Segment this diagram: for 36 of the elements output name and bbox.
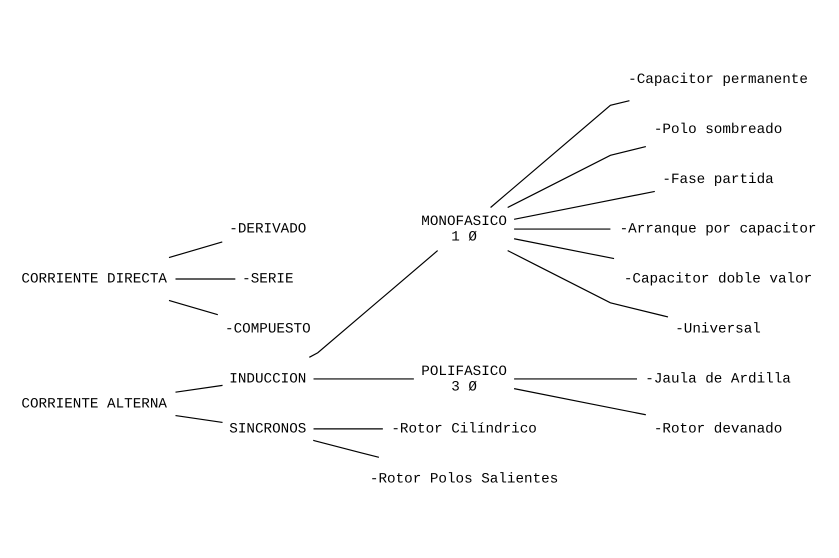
node-text: -Rotor Cilíndrico (391, 422, 537, 438)
node-text: -COMPUESTO (225, 322, 311, 338)
connector (176, 278, 236, 280)
connector (507, 146, 646, 208)
connector (309, 250, 438, 358)
node-text: SINCRONOS (229, 422, 306, 438)
connector (507, 250, 668, 318)
connector (175, 414, 223, 424)
connector (175, 384, 223, 393)
connector (514, 238, 614, 260)
connector (490, 100, 630, 208)
node-text: -Capacitor permanente (628, 72, 808, 88)
node-text: -Fase partida (662, 172, 774, 188)
connector (314, 428, 383, 430)
node-text: -SERIE (242, 272, 294, 288)
connector (514, 388, 646, 416)
node-text: -Jaula de Ardilla (645, 372, 791, 388)
node-text: -Arranque por capacitor (620, 222, 817, 238)
node-text: -Universal (675, 322, 761, 338)
node-text: CORRIENTE ALTERNA (21, 396, 167, 413)
node-text: -DERIVADO (229, 222, 306, 238)
node-text: -Polo sombreado (654, 122, 782, 138)
connector (514, 378, 638, 380)
node-text: INDUCCION (229, 372, 306, 388)
node-text: CORRIENTE DIRECTA (21, 272, 167, 288)
node-text: -Capacitor doble valor (624, 272, 812, 288)
connector (313, 440, 380, 458)
node-text: -Rotor Polos Salientes (370, 472, 558, 488)
node-text: -Rotor devanado (654, 422, 782, 438)
connector (514, 228, 610, 230)
node-text: POLIFASICO 3 Ø (421, 364, 507, 396)
connector (168, 241, 222, 258)
connector (168, 300, 218, 316)
connector (514, 190, 655, 220)
connector (314, 378, 414, 380)
node-text: MONOFASICO 1 Ø (421, 214, 507, 246)
